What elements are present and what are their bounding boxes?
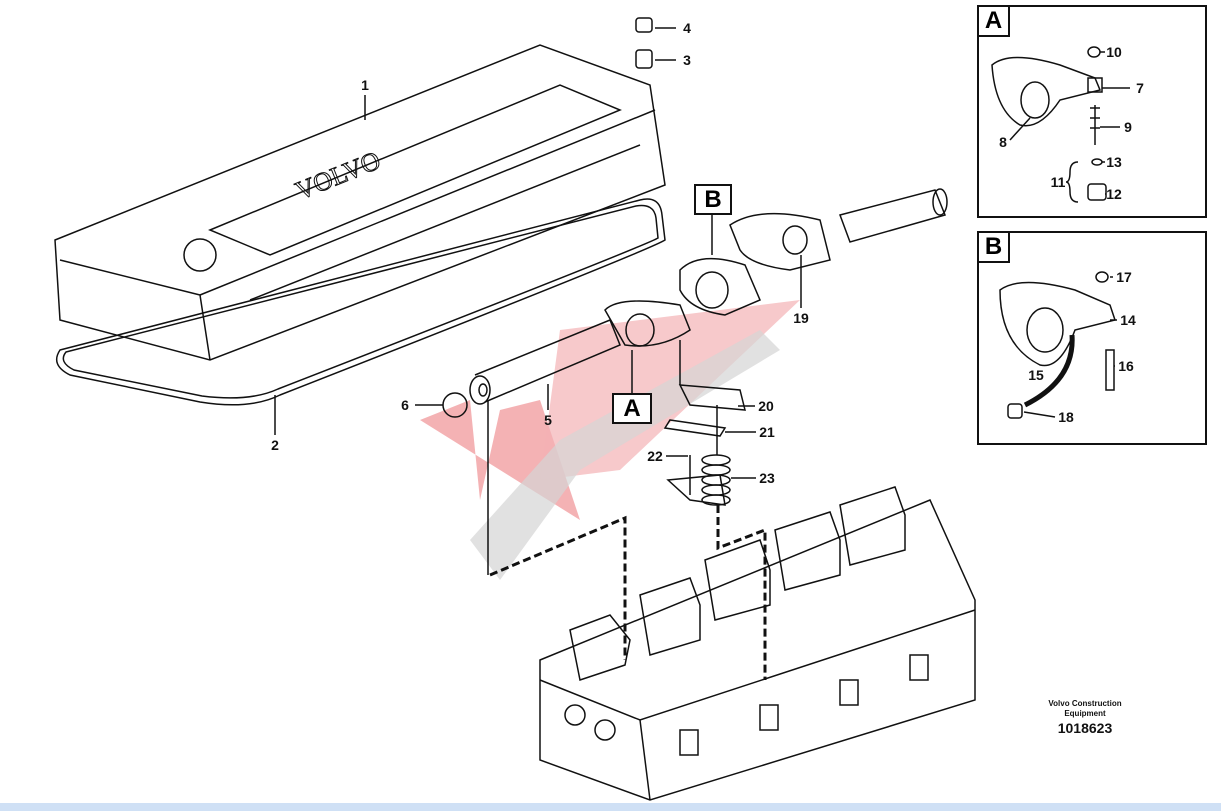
callout-6: 6 xyxy=(401,397,409,413)
callout-8: 8 xyxy=(999,134,1007,150)
detail-a-marker-label: A xyxy=(623,394,641,422)
detail-panel-a-title: A xyxy=(977,5,1010,37)
detail-b-marker-label: B xyxy=(704,185,722,213)
callout-12: 12 xyxy=(1106,186,1122,202)
callout-2: 2 xyxy=(271,437,279,453)
detail-panel-a-title-label: A xyxy=(984,7,1003,34)
svg-text:VOLVO: VOLVO xyxy=(291,145,384,205)
callout-18: 18 xyxy=(1058,409,1074,425)
detail-panel-b-title-label: B xyxy=(984,233,1003,260)
callout-16: 16 xyxy=(1118,358,1134,374)
cylinder-head xyxy=(539,486,976,801)
callout-9: 9 xyxy=(1124,119,1132,135)
callout-14: 14 xyxy=(1120,312,1136,328)
bottom-edge-bar xyxy=(0,803,1221,811)
callout-4: 4 xyxy=(683,20,691,36)
label-leaders xyxy=(274,27,802,479)
spring-bracket xyxy=(663,384,746,506)
callout-21: 21 xyxy=(759,424,775,440)
callout-7: 7 xyxy=(1136,80,1144,96)
credit-company: Volvo Construction Equipment xyxy=(1048,699,1122,718)
detail-b-art xyxy=(999,271,1117,419)
rocker-shaft xyxy=(442,188,948,418)
callout-1: 1 xyxy=(361,77,369,93)
detail-panel-a xyxy=(977,5,1207,218)
credit-number: 1018623 xyxy=(1057,720,1113,736)
callout-5: 5 xyxy=(544,412,552,428)
detail-panel-b-title: B xyxy=(977,231,1010,263)
gasket-outline xyxy=(55,198,666,406)
detail-a-art xyxy=(991,46,1130,203)
gasket-inner xyxy=(62,204,659,399)
callout-17: 17 xyxy=(1116,269,1132,285)
detail-b-marker: B xyxy=(694,184,732,215)
callout-22: 22 xyxy=(647,448,663,464)
callout-15: 15 xyxy=(1028,367,1044,383)
rocker-arms xyxy=(604,212,831,347)
callout-23: 23 xyxy=(759,470,775,486)
watermark-logo xyxy=(420,300,800,580)
nut-part-4 xyxy=(635,17,653,33)
detail-a-marker: A xyxy=(612,393,652,424)
spacer-part-3 xyxy=(635,49,653,69)
assembly-lines xyxy=(487,340,767,680)
callout-11: 11 xyxy=(1050,174,1066,190)
callout-10: 10 xyxy=(1106,44,1122,60)
callout-20: 20 xyxy=(758,398,774,414)
detail-panel-b xyxy=(977,231,1207,445)
callout-19: 19 xyxy=(793,310,809,326)
callout-3: 3 xyxy=(683,52,691,68)
callout-13: 13 xyxy=(1106,154,1122,170)
valve-cover: VOLVO xyxy=(54,44,666,361)
